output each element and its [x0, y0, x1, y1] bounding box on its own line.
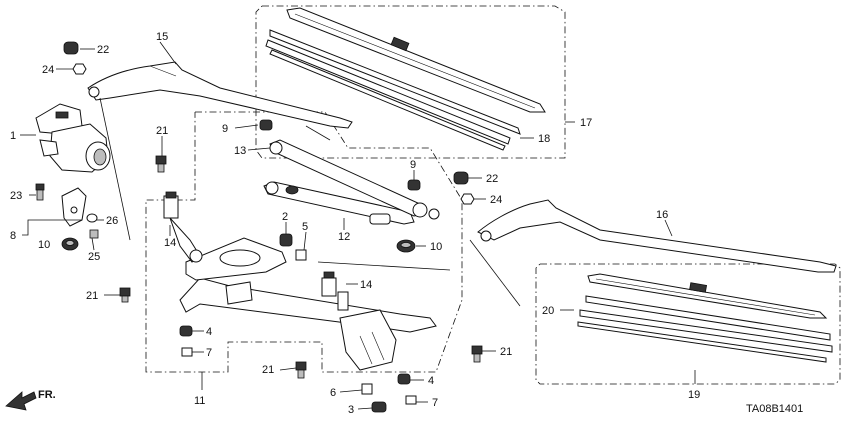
label-12: 12: [338, 231, 350, 243]
grommet-10-left: [61, 237, 79, 251]
label-7-left: 7: [206, 347, 212, 359]
motor-bracket-26: [61, 187, 87, 227]
bolt-5: [295, 249, 307, 261]
label-4-left: 4: [206, 326, 212, 338]
label-14-left: 14: [164, 237, 176, 249]
front-direction-arrow: FR.: [5, 389, 56, 411]
bushing-25: [89, 229, 99, 239]
label-18: 18: [538, 133, 550, 145]
label-21-mid: 21: [262, 364, 274, 376]
label-17: 17: [580, 117, 592, 129]
label-25: 25: [88, 251, 100, 263]
label-21-right: 21: [500, 346, 512, 358]
wiper-motor-1: [35, 103, 111, 173]
spacer-6: [361, 383, 373, 395]
bolt-21-left: [119, 287, 131, 303]
cap-22-right: [453, 171, 469, 185]
pivot-14-right: [321, 271, 349, 311]
label-14-right: 14: [360, 279, 372, 291]
bolt-23: [35, 183, 45, 201]
label-10-right: 10: [430, 241, 442, 253]
washer-7-right: [405, 395, 417, 405]
wiper-linkage-frame-11: [179, 237, 437, 371]
label-22-right: 22: [486, 173, 498, 185]
label-5: 5: [302, 221, 308, 233]
label-9-right: 9: [410, 159, 416, 171]
bolt-21-mid: [295, 361, 307, 379]
label-1: 1: [10, 130, 16, 142]
link-rod-13: [269, 139, 440, 220]
grommet-10-right: [396, 239, 416, 253]
label-2: 2: [282, 211, 288, 223]
label-23: 23: [10, 190, 22, 202]
bolt-21-right: [471, 345, 483, 363]
bolt-21-top: [155, 155, 167, 173]
label-9-top: 9: [222, 123, 228, 135]
washer-26-small: [86, 213, 98, 223]
label-10-left: 10: [38, 239, 50, 251]
label-21-top: 21: [156, 125, 168, 137]
washer-7-left: [181, 347, 193, 357]
label-21-left: 21: [86, 290, 98, 302]
label-22: 22: [97, 44, 109, 56]
nut-24-right: [460, 193, 475, 205]
label-24: 24: [42, 64, 54, 76]
front-direction-label: FR.: [38, 389, 56, 401]
cap-22-left: [63, 41, 79, 55]
nut-3: [371, 401, 387, 413]
wiper-arm-15: [87, 61, 353, 129]
label-19: 19: [688, 389, 700, 401]
label-7-right: 7: [432, 397, 438, 409]
part-labels: 22 24 15 1 23 8 10 26 25 21 14 21 9 13 2…: [10, 31, 700, 416]
wiper-blade-assembly-19: [577, 273, 833, 363]
nut-4-left: [179, 325, 193, 337]
label-15: 15: [156, 31, 168, 43]
label-3: 3: [348, 404, 354, 416]
label-6: 6: [330, 387, 336, 399]
label-20: 20: [542, 305, 554, 317]
link-rod-12: [263, 181, 415, 225]
wiper-blade-assembly-17: [265, 7, 546, 151]
diagram-code: TA08B1401: [746, 403, 803, 415]
label-8: 8: [10, 230, 16, 242]
bushing-9-right: [407, 179, 421, 191]
label-26: 26: [106, 215, 118, 227]
nut-4-right: [397, 373, 411, 385]
label-4-right: 4: [428, 375, 434, 387]
label-24-right: 24: [490, 194, 502, 206]
wiper-arm-16: [477, 199, 837, 273]
label-16: 16: [656, 209, 668, 221]
nut-24-left: [72, 63, 87, 75]
bushing-9-top: [259, 119, 273, 131]
cap-2: [279, 233, 293, 247]
label-11: 11: [194, 395, 205, 407]
pivot-14-left: [163, 191, 203, 263]
label-13: 13: [234, 145, 246, 157]
blade-group-box-17: [255, 5, 566, 159]
leader-lines: [20, 41, 696, 410]
